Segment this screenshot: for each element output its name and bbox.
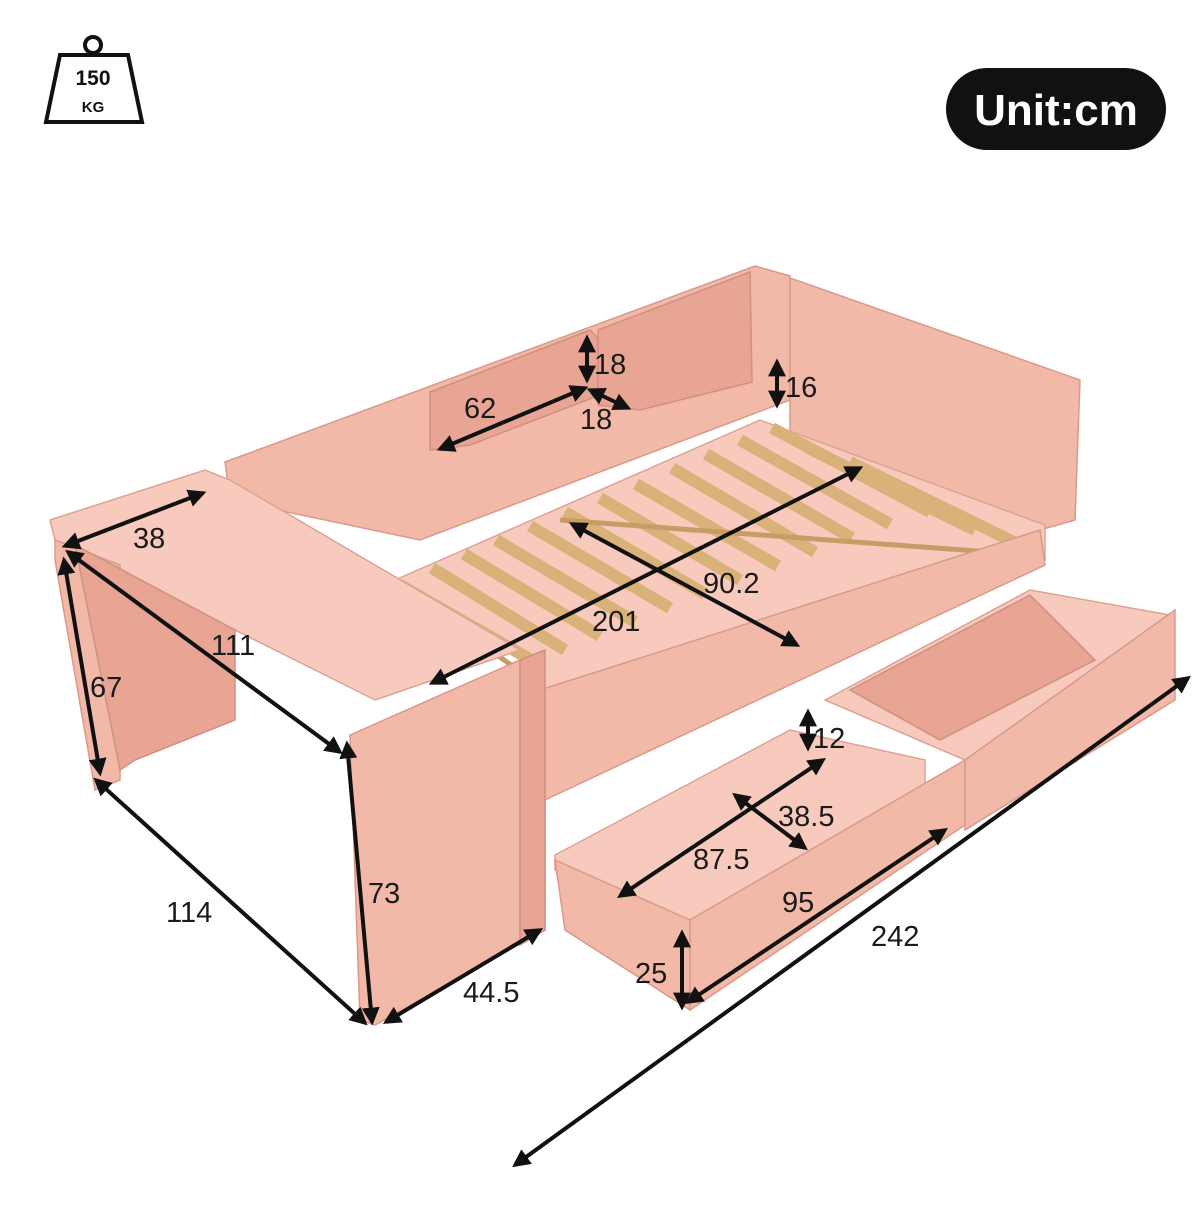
label-side-depth: 44.5 <box>463 977 519 1009</box>
arrow-desk-depth <box>61 489 207 550</box>
arrow-shelf-depth <box>586 388 632 410</box>
arrow-shelf-width <box>436 385 589 452</box>
dimension-arrows <box>57 334 1191 1168</box>
dimension-labels: 18 62 18 16 38 111 67 201 90.2 12 38.5 8… <box>90 349 919 1009</box>
label-mattress-length: 201 <box>592 606 640 638</box>
desk-side-edge <box>519 648 546 947</box>
label-desk-depth: 38 <box>133 523 165 555</box>
label-mattress-width: 90.2 <box>703 568 759 600</box>
label-shelf-width: 62 <box>464 393 496 425</box>
arrow-desk-length <box>65 549 343 755</box>
arrow-overall-height <box>339 740 380 1026</box>
label-drawer-depth: 38.5 <box>778 801 834 833</box>
label-desk-length: 111 <box>211 630 255 662</box>
label-overall-width: 114 <box>166 897 212 929</box>
arrow-overall-width <box>93 777 368 1026</box>
label-drawer-inner-height: 12 <box>813 723 845 755</box>
label-headboard-gap: 16 <box>785 372 817 404</box>
arrow-overall-length <box>512 675 1191 1168</box>
label-shelf-height: 18 <box>594 349 626 381</box>
arrow-mattress-width <box>568 522 801 647</box>
weight-unit: KG <box>82 99 105 116</box>
arrow-desk-height <box>57 556 107 777</box>
desk-right-side <box>349 659 546 1026</box>
label-drawer-height: 25 <box>635 958 667 990</box>
label-desk-height: 67 <box>90 672 122 704</box>
label-drawer-length: 87.5 <box>693 844 749 876</box>
label-overall-height: 73 <box>368 878 400 910</box>
label-shelf-depth: 18 <box>580 404 612 436</box>
label-drawer-front-width: 95 <box>782 887 814 919</box>
arrow-side-depth <box>382 928 544 1024</box>
unit-badge: Unit:cm <box>946 68 1166 150</box>
unit-label: Unit:cm <box>974 86 1138 135</box>
weight-value: 150 <box>75 67 110 90</box>
label-overall-length: 242 <box>871 921 919 953</box>
weight-icon: 150 KG <box>43 35 145 124</box>
